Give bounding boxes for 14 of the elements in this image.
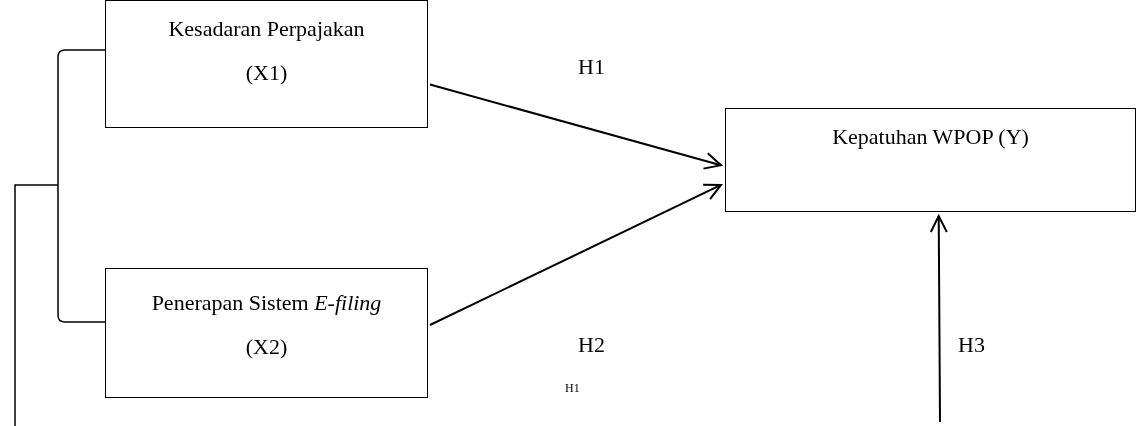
hypothesis-label: H3: [958, 334, 985, 356]
variable-box: [725, 108, 1136, 212]
arrow: [929, 215, 948, 423]
variable-label: Penerapan Sistem E-filing (X2): [150, 289, 383, 361]
variable-label: Kesadaran Perpajakan (X1): [167, 15, 366, 87]
variable-box: [105, 268, 428, 398]
hypothesis-label: H2: [578, 334, 605, 356]
hypothesis-label: H1: [565, 382, 580, 394]
arrow: [429, 183, 722, 326]
hypothesis-label: H1: [578, 56, 605, 78]
arrow: [429, 83, 722, 170]
variable-box: [105, 0, 428, 128]
variable-label: Kepatuhan WPOP (Y): [831, 123, 1030, 151]
bracket-line: [57, 49, 106, 323]
